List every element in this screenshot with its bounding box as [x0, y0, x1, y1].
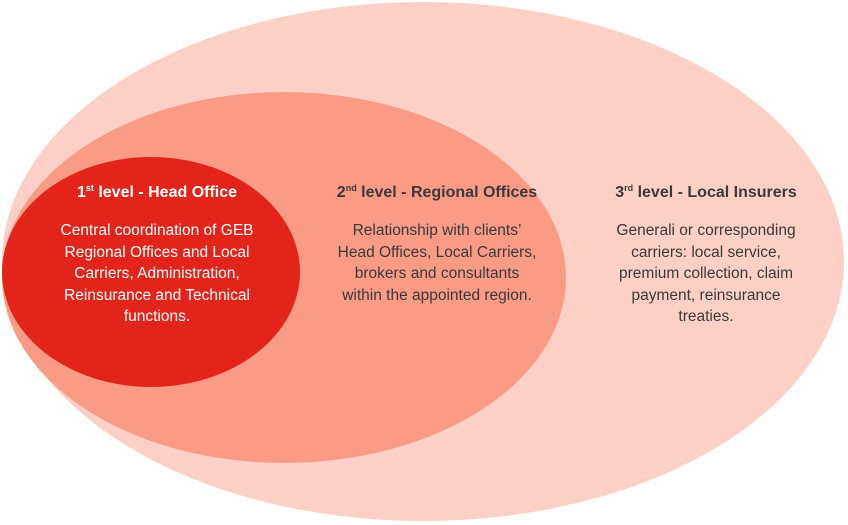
level-2-text-block: 2nd level - Regional Offices Relationshi… [306, 183, 568, 306]
level-3-title: 3rd level - Local Insurers [590, 183, 822, 203]
level-2-title-text: level - Regional Offices [356, 184, 538, 201]
level-1-description-line: Central coordination of GEB [60, 222, 254, 239]
level-1-ordinal-suffix: st [85, 183, 94, 193]
level-1-text-block: 1st level - Head Office Central coordina… [18, 183, 296, 328]
level-3-description-line: premium collection, claim [619, 265, 793, 282]
level-1-description-line: Reinsurance and Technical [64, 286, 250, 304]
level-3-title-text: level - Local Insurers [633, 184, 797, 201]
level-3-description-line: carriers: local service, [631, 243, 781, 261]
level-3-description: Generali or corresponding carriers: loca… [590, 220, 822, 328]
level-1-title-text: level - Head Office [93, 184, 238, 201]
level-1-title: 1st level - Head Office [18, 183, 296, 203]
level-1-description-line: Carriers, Administration, [74, 265, 240, 282]
level-2-description: Relationship with clients’ Head Offices,… [306, 220, 568, 306]
level-3-description-line: Generali or corresponding [616, 222, 796, 239]
level-2-description-line: within the appointed region. [342, 286, 532, 304]
level-1-ellipse [2, 157, 300, 387]
level-3-ordinal-suffix: rd [624, 183, 634, 193]
level-2-description-line: Head Offices, Local Carriers, [337, 243, 537, 261]
level-3-description-line: payment, reinsurance [631, 286, 781, 304]
level-2-ordinal-suffix: nd [345, 183, 357, 193]
level-2-number: 2 [336, 184, 346, 201]
level-3-text-block: 3rd level - Local Insurers Generali or c… [590, 183, 822, 328]
level-2-title: 2nd level - Regional Offices [306, 183, 568, 203]
level-1-description-line: Regional Offices and Local [64, 243, 250, 261]
level-1-description-line: functions. [123, 308, 191, 325]
level-2-description-line: Relationship with clients’ [352, 222, 522, 239]
level-3-description-line: treaties. [678, 308, 734, 325]
level-3-number: 3 [615, 184, 625, 201]
level-1-description: Central coordination of GEB Regional Off… [18, 220, 296, 328]
level-2-description-line: brokers and consultants [354, 265, 520, 282]
level-1-number: 1 [76, 184, 86, 201]
